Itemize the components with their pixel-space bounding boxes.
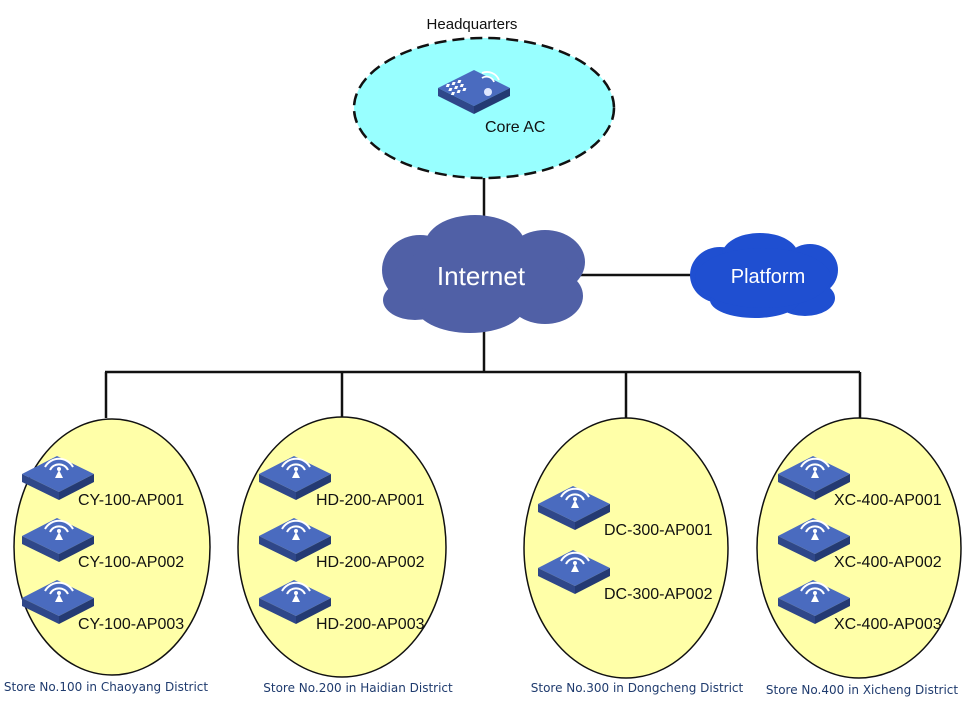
ap-label: CY-100-AP002 bbox=[78, 554, 184, 571]
store-zone-1: CY-100-AP001CY-100-AP002CY-100-AP003Stor… bbox=[4, 418, 211, 694]
platform-cloud[interactable]: Platform bbox=[690, 233, 838, 318]
store-caption: Store No.300 in Dongcheng District bbox=[531, 681, 744, 695]
ap-label: CY-100-AP003 bbox=[78, 616, 184, 633]
store-ellipse bbox=[523, 417, 729, 679]
connection-lines bbox=[104, 178, 862, 418]
core-ac-label: Core AC bbox=[485, 119, 545, 136]
cloud-icon bbox=[690, 233, 838, 318]
ap-label: CY-100-AP001 bbox=[78, 492, 184, 509]
internet-cloud: Internet bbox=[382, 215, 585, 333]
ap-label: DC-300-AP001 bbox=[604, 522, 713, 539]
store-zone-2: HD-200-AP001HD-200-AP002HD-200-AP003Stor… bbox=[237, 416, 453, 695]
store-caption: Store No.100 in Chaoyang District bbox=[4, 680, 208, 694]
headquarters-label: Headquarters bbox=[427, 16, 518, 33]
stores-layer: CY-100-AP001CY-100-AP002CY-100-AP003Stor… bbox=[4, 416, 962, 697]
store-caption: Store No.400 in Xicheng District bbox=[766, 683, 959, 697]
internet-label: Internet bbox=[437, 261, 526, 291]
ap-label: DC-300-AP002 bbox=[604, 586, 713, 603]
headquarters-zone: Headquarters Core AC bbox=[352, 16, 616, 180]
store-zone-4: XC-400-AP001XC-400-AP002XC-400-AP003Stor… bbox=[756, 417, 962, 697]
ap-label: XC-400-AP003 bbox=[834, 616, 942, 633]
ap-label: XC-400-AP001 bbox=[834, 492, 942, 509]
ap-label: HD-200-AP002 bbox=[316, 554, 425, 571]
ap-label: HD-200-AP003 bbox=[316, 616, 425, 633]
ap-label: HD-200-AP001 bbox=[316, 492, 425, 509]
store-caption: Store No.200 in Haidian District bbox=[263, 681, 453, 695]
cloud-icon bbox=[382, 215, 585, 333]
ap-label: XC-400-AP002 bbox=[834, 554, 942, 571]
platform-label: Platform bbox=[731, 266, 805, 288]
